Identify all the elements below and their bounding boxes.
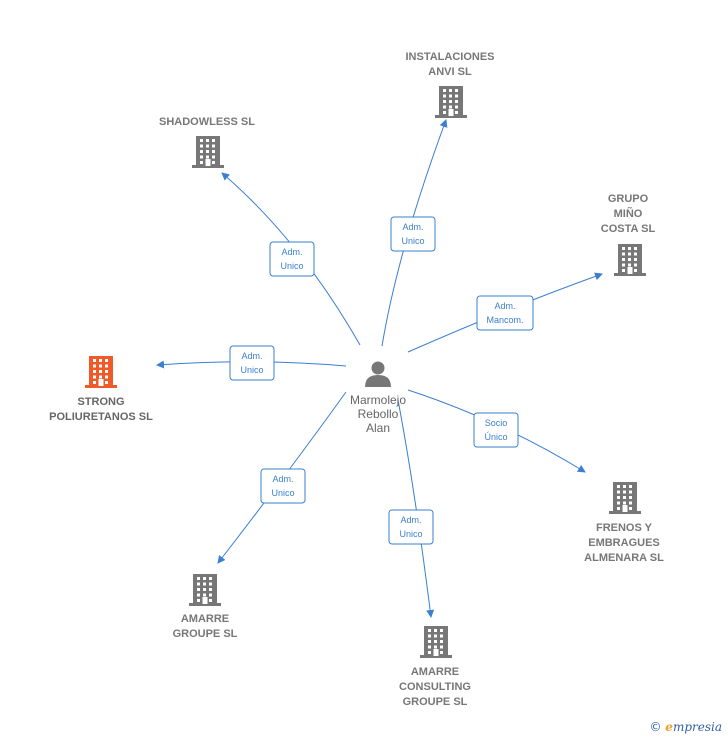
edge-label-text: Mancom. [486, 315, 523, 325]
edge-label-text: Adm. [494, 301, 515, 311]
edge-label-text: Unico [401, 236, 424, 246]
edge-label-text: Unico [280, 261, 303, 271]
node-grupo-mino-costa[interactable]: GRUPO MIÑO COSTA SL [601, 193, 656, 276]
edge-amarre-groupe: Adm. Unico [217, 391, 347, 564]
edges: Adm.UnicoAdm.UnicoAdm.Mancom.Adm.UnicoSo… [156, 119, 603, 618]
building-icon [435, 86, 467, 118]
edge-label-text: Único [484, 432, 507, 442]
edge-label-text: Adm. [241, 351, 262, 361]
person-icon [365, 361, 391, 387]
edge-label-text: Adm. [281, 247, 302, 257]
node-label: AMARRE [181, 613, 229, 625]
node-label: STRONG [77, 396, 124, 408]
center-name: Rebollo [358, 407, 399, 421]
edge-label-frame [476, 295, 534, 331]
building-icon [189, 574, 221, 606]
edge-label-frame [388, 509, 434, 545]
edge-instalaciones-anvi: Adm. Unico [381, 119, 448, 347]
node-label: MIÑO [614, 207, 643, 220]
node-label: FRENOS Y [596, 522, 653, 534]
copyright-symbol: © [649, 720, 662, 734]
edge-shadowless: Adm. Unico [221, 172, 361, 346]
empresia-logo: © empresia [649, 720, 722, 734]
edge-line [397, 399, 435, 618]
node-strong-poliuretanos[interactable]: STRONG POLIURETANOS SL [49, 356, 153, 423]
node-label: INSTALACIONES [405, 51, 494, 63]
center-name: Marmolejo [350, 393, 406, 407]
building-icon [609, 482, 641, 514]
edge-label-frame [390, 216, 436, 252]
node-label: POLIURETANOS SL [49, 411, 153, 423]
edge-label-box[interactable]: Adm. Mancom. [476, 295, 534, 331]
node-label: GROUPE SL [173, 628, 238, 640]
edge-strong-poliuretanos: Adm. Unico [156, 345, 347, 381]
edge-label-box[interactable]: Adm. Unico [390, 216, 436, 252]
edge-label-text: Unico [399, 529, 422, 539]
edge-label-text: Unico [271, 488, 294, 498]
edge-label-text: Unico [240, 365, 263, 375]
node-label: GROUPE SL [403, 696, 468, 708]
edge-label-box[interactable]: Adm. Unico [260, 468, 306, 504]
edge-label-text: Socio [485, 418, 508, 428]
edge-label-frame [269, 241, 315, 277]
edge-label-box[interactable]: Adm. Unico [229, 345, 275, 381]
node-instalaciones-anvi[interactable]: INSTALACIONES ANVI SL [405, 51, 495, 118]
node-label: COSTA SL [601, 223, 656, 235]
node-label: ANVI SL [428, 66, 472, 78]
edge-label-frame [473, 412, 519, 448]
edge-amarre-consulting: Adm. Unico [388, 399, 435, 618]
node-label: EMBRAGUES [588, 537, 660, 549]
edge-label-text: Adm. [400, 515, 421, 525]
edge-grupo-mino-costa: Adm. Mancom. [407, 272, 603, 353]
node-label: GRUPO [608, 193, 649, 205]
node-amarre-groupe[interactable]: AMARRE GROUPE SL [173, 574, 238, 640]
building-icon [420, 626, 452, 658]
edge-label-text: Adm. [402, 222, 423, 232]
edge-label-box[interactable]: Adm. Unico [388, 509, 434, 545]
node-shadowless[interactable]: SHADOWLESS SL [159, 116, 255, 168]
node-label: SHADOWLESS SL [159, 116, 255, 128]
edge-label-box[interactable]: Adm. Unico [269, 241, 315, 277]
edge-label-frame [229, 345, 275, 381]
node-amarre-consulting[interactable]: AMARRE CONSULTING GROUPE SL [399, 626, 471, 708]
brand-initial: e [665, 720, 673, 734]
brand-rest: mpresia [672, 720, 722, 734]
node-label: CONSULTING [399, 681, 471, 693]
node-frenos-embragues[interactable]: FRENOS Y EMBRAGUES ALMENARA SL [584, 482, 664, 564]
edge-label-frame [260, 468, 306, 504]
building-icon [614, 244, 646, 276]
building-icon [192, 136, 224, 168]
edge-label-text: Adm. [272, 474, 293, 484]
center-name: Alan [366, 421, 390, 435]
node-label: AMARRE [411, 666, 459, 678]
building-icon [85, 356, 117, 388]
node-label: ALMENARA SL [584, 552, 664, 564]
nodes: INSTALACIONES ANVI SL SHADOWLESS SL GRUPO MI… [49, 51, 664, 708]
